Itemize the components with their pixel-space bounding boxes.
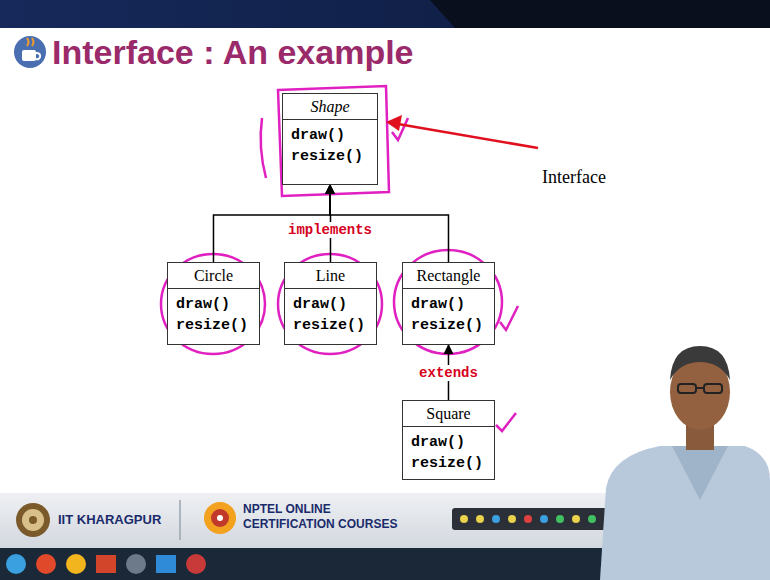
method-name: resize() xyxy=(411,315,486,336)
method-compartment: draw()resize() xyxy=(403,427,494,479)
class-name: Line xyxy=(285,263,376,289)
course-banner: CERTIFICATION COURSES xyxy=(243,517,397,531)
uml-class-box: Linedraw()resize() xyxy=(284,262,377,345)
method-name: resize() xyxy=(291,146,369,167)
method-name: draw() xyxy=(291,125,369,146)
presenter-figure xyxy=(600,346,770,580)
slide-title: Interface : An example xyxy=(52,33,414,72)
pen-annotations xyxy=(161,86,518,431)
taskbar-icons xyxy=(6,554,206,574)
callout-arrow xyxy=(386,115,538,148)
method-compartment: draw()resize() xyxy=(283,120,377,172)
method-compartment: draw()resize() xyxy=(285,289,376,341)
callout-label: Interface xyxy=(542,167,606,188)
method-name: draw() xyxy=(176,294,251,315)
java-icon xyxy=(14,36,46,68)
edge-label: extends xyxy=(416,365,481,381)
class-name: Circle xyxy=(168,263,259,289)
class-name: Square xyxy=(403,401,494,427)
method-name: resize() xyxy=(411,453,486,474)
footer-divider xyxy=(179,500,181,540)
method-name: resize() xyxy=(176,315,251,336)
method-name: resize() xyxy=(293,315,368,336)
iit-logo xyxy=(16,503,50,537)
method-name: draw() xyxy=(293,294,368,315)
method-name: draw() xyxy=(411,294,486,315)
uml-class-box: Shapedraw()resize() xyxy=(282,93,378,185)
class-name: Shape xyxy=(283,94,377,120)
method-compartment: draw()resize() xyxy=(403,289,494,341)
pen-toolbar xyxy=(452,508,612,530)
nptel-logo xyxy=(204,502,236,534)
uml-class-box: Circledraw()resize() xyxy=(167,262,260,345)
course-banner: NPTEL ONLINE xyxy=(243,502,331,516)
uml-class-box: Squaredraw()resize() xyxy=(402,400,495,480)
method-name: draw() xyxy=(411,432,486,453)
top-bar-accent xyxy=(430,0,770,28)
edge-label: implements xyxy=(285,222,375,238)
top-bar xyxy=(0,0,770,28)
uml-class-box: Rectangledraw()resize() xyxy=(402,262,495,345)
institute-name: IIT KHARAGPUR xyxy=(58,512,161,527)
method-compartment: draw()resize() xyxy=(168,289,259,341)
class-name: Rectangle xyxy=(403,263,494,289)
